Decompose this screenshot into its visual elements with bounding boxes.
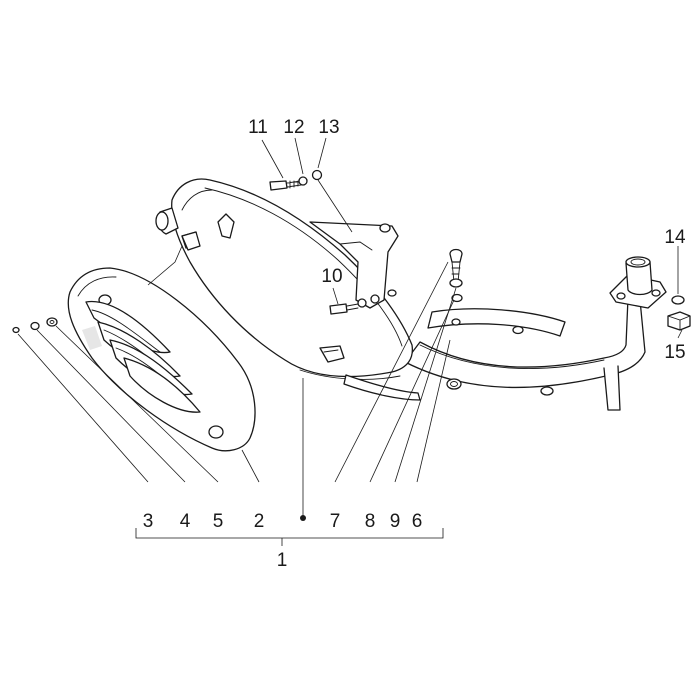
callout-1: 1: [277, 550, 288, 571]
callout-10: 10: [321, 266, 342, 287]
bolt-11: [269, 180, 288, 191]
silencer-side-fasteners: [329, 294, 380, 315]
tail-pipe: [343, 374, 421, 401]
reference-lines: [147, 179, 353, 286]
washer-5: [46, 317, 58, 327]
callout-2: 2: [254, 511, 265, 532]
callout-11: 11: [248, 117, 268, 138]
callout-5: 5: [213, 511, 224, 532]
callout-labels: 11 12 13 10 14 15 3 4 5 2 7 8 9 6 1: [143, 117, 686, 571]
callout-15: 15: [664, 342, 685, 363]
washer-12: [298, 176, 308, 186]
silencer-body: [155, 178, 414, 380]
silencer-top-fasteners: [269, 169, 323, 191]
shield-fasteners: [449, 248, 463, 303]
cover-fasteners: [12, 317, 58, 334]
bolt-10: [329, 303, 348, 315]
callout-12: 12: [283, 117, 304, 138]
callout-4: 4: [180, 511, 191, 532]
nut-15: [667, 311, 691, 331]
cover-grille: [85, 300, 201, 413]
assembly-dot: [300, 515, 306, 521]
washer-14: [671, 295, 685, 305]
callout-8: 8: [365, 511, 376, 532]
washer-13: [311, 169, 323, 181]
exhaust-pipe: [404, 256, 667, 411]
callout-6: 6: [412, 511, 423, 532]
flange-fasteners: [667, 295, 691, 331]
callout-9: 9: [390, 511, 401, 532]
callout-13: 13: [318, 117, 339, 138]
callout-3: 3: [143, 511, 154, 532]
callout-14: 14: [664, 227, 686, 248]
washer-4: [30, 321, 40, 331]
cover-clip: [181, 231, 201, 251]
screw-8: [449, 248, 463, 263]
washer-9: [449, 278, 463, 288]
screw-3: [12, 326, 20, 334]
silencer-cover: [67, 267, 256, 452]
leader-lines: [17, 137, 683, 546]
pipe-heat-shield: [427, 308, 566, 390]
mount-bracket: [309, 221, 399, 309]
callout-7: 7: [330, 511, 341, 532]
